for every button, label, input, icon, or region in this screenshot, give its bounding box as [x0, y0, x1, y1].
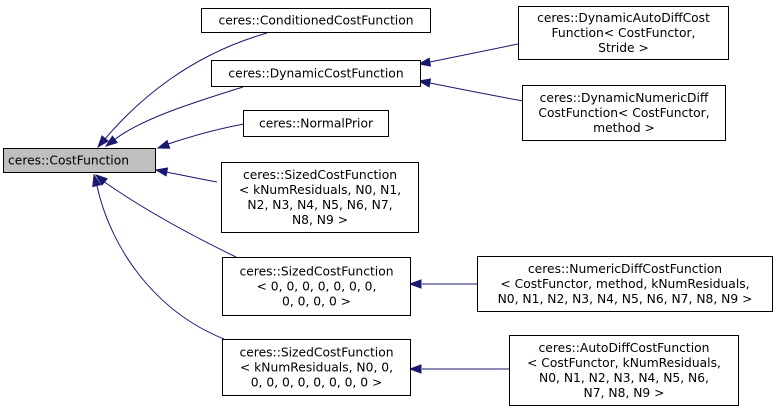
class-box — [243, 110, 389, 137]
inheritance-arrow-sized-residuals-zeros — [92, 173, 225, 340]
class-label-line: ceres::SizedCostFunction — [239, 265, 393, 279]
class-box — [509, 335, 739, 406]
inheritance-arrow-normal-prior — [156, 123, 245, 149]
class-node-numericdiff[interactable]: ceres::NumericDiffCostFunction< CostFunc… — [477, 256, 773, 312]
class-label-line: ceres::SizedCostFunction — [243, 168, 397, 182]
inheritance-arrow-sized-zeros — [94, 174, 237, 258]
class-label-line: ceres::NumericDiffCostFunction — [528, 262, 722, 276]
class-node-normal-prior[interactable]: ceres::NormalPrior — [243, 110, 389, 137]
inheritance-arrow-autodiff — [408, 364, 509, 374]
class-label-line: 0, 0, 0, 0, 0, 0, 0, 0 > — [251, 376, 383, 390]
class-node-sized-residuals[interactable]: ceres::SizedCostFunction< kNumResiduals,… — [221, 162, 419, 233]
arrowhead-icon — [104, 135, 119, 147]
inheritance-arrow-conditioned — [97, 32, 268, 149]
inheritance-edges — [92, 32, 524, 374]
class-box — [211, 60, 421, 87]
class-label-line: ceres::NormalPrior — [259, 117, 374, 131]
class-box — [3, 148, 156, 173]
class-node-dynamic[interactable]: ceres::DynamicCostFunction — [211, 60, 421, 87]
class-box — [201, 8, 431, 33]
edge-line — [113, 86, 244, 141]
inheritance-arrow-numericdiff — [408, 279, 477, 289]
edge-line — [102, 180, 237, 258]
class-box — [222, 257, 411, 316]
class-label-line: ceres::SizedCostFunction — [239, 346, 393, 360]
class-label-line: N2, N3, N4, N5, N6, N7, — [247, 198, 392, 212]
edge-line — [165, 171, 218, 183]
arrowhead-icon — [97, 135, 109, 149]
arrowhead-icon — [417, 57, 432, 67]
arrowhead-icon — [417, 78, 432, 88]
class-box — [477, 256, 773, 312]
class-label-line: Function< CostFunctor, — [552, 26, 696, 40]
class-label-line: ceres::DynamicNumericDiff — [540, 91, 709, 105]
class-label-line: N0, N1, N2, N3, N4, N5, N6, — [539, 371, 709, 385]
edge-line — [96, 185, 225, 340]
class-label-line: < 0, 0, 0, 0, 0, 0, 0, — [257, 280, 377, 294]
inheritance-arrow-dynamic — [104, 86, 244, 147]
class-box — [222, 339, 411, 396]
class-box — [518, 6, 729, 60]
class-label-line: N0, N1, N2, N3, N4, N5, N6, N7, N8, N9 > — [498, 292, 753, 306]
class-label-line: method > — [593, 121, 655, 135]
class-node-conditioned[interactable]: ceres::ConditionedCostFunction — [201, 8, 431, 33]
edge-line — [104, 32, 268, 140]
edge-line — [429, 82, 524, 102]
class-label-line: 0, 0, 0, 0 > — [282, 295, 351, 309]
class-nodes: ceres::CostFunction ceres::ConditionedCos… — [3, 6, 773, 406]
inheritance-arrow-sized-residuals — [154, 167, 218, 183]
class-node-sized-residuals-zeros[interactable]: ceres::SizedCostFunction< kNumResiduals,… — [222, 339, 411, 396]
arrowhead-icon — [154, 167, 169, 177]
class-label-line: ceres::DynamicCostFunction — [228, 67, 403, 81]
arrowhead-icon — [408, 279, 422, 289]
class-label-line: < kNumResiduals, N0, N1, — [239, 183, 401, 197]
arrowhead-icon — [408, 364, 422, 374]
edge-line — [167, 123, 245, 145]
class-label-line: < CostFunctor, kNumResiduals, — [527, 356, 721, 370]
class-label-line: CostFunction< CostFunctor, — [538, 106, 709, 120]
class-label-line: N8, N9 > — [292, 213, 348, 227]
class-label-line: N7, N8, N9 > — [584, 386, 665, 400]
arrowhead-icon — [92, 173, 102, 188]
class-node-cost-function[interactable]: ceres::CostFunction — [3, 148, 156, 173]
class-label-line: ceres::AutoDiffCostFunction — [539, 341, 710, 355]
inheritance-arrow-dynamic-autodiff — [417, 43, 519, 67]
arrowhead-icon — [156, 139, 171, 149]
class-label-line: ceres::DynamicAutoDiffCost — [537, 11, 710, 25]
class-box — [522, 85, 726, 141]
class-label-line: ceres::ConditionedCostFunction — [218, 14, 413, 28]
class-label-line: Stride > — [598, 41, 649, 55]
class-node-sized-zeros[interactable]: ceres::SizedCostFunction< 0, 0, 0, 0, 0,… — [222, 257, 411, 316]
inheritance-arrow-dynamic-numericdiff — [417, 78, 524, 102]
edge-line — [429, 43, 519, 63]
class-label-line: ceres::CostFunction — [8, 154, 129, 168]
class-label-line: < CostFunctor, method, kNumResiduals, — [500, 277, 749, 291]
class-node-autodiff[interactable]: ceres::AutoDiffCostFunction< CostFunctor… — [509, 335, 739, 406]
class-box — [221, 162, 419, 233]
class-label-line: < kNumResiduals, N0, 0, — [240, 361, 393, 375]
arrowhead-icon — [94, 174, 108, 186]
